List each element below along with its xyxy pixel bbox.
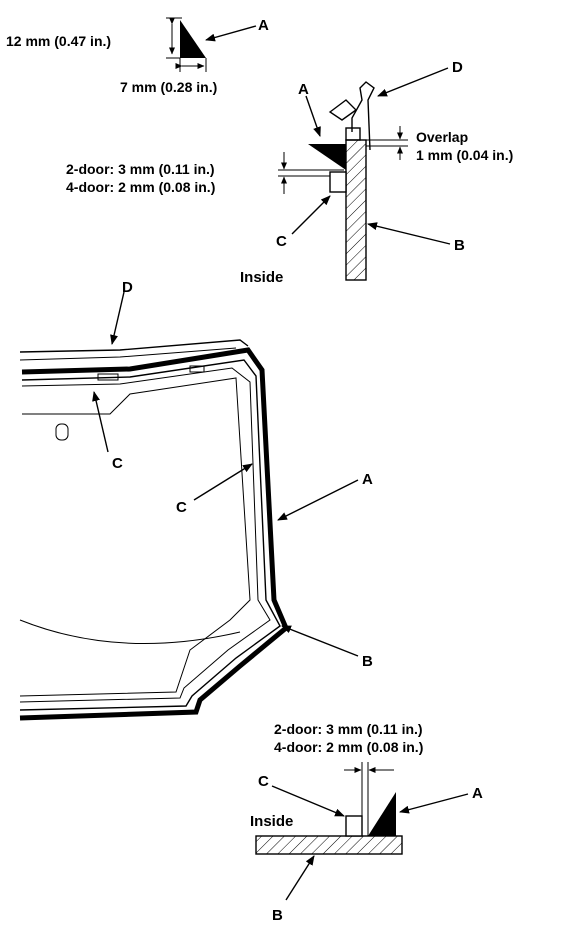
inside-label-section: Inside <box>240 269 283 286</box>
label-a-windshield: A <box>362 471 373 488</box>
windshield-glass-section <box>345 139 367 281</box>
label-a-bottom: A <box>472 785 483 802</box>
gap-4door-bottom: 4-door: 2 mm (0.08 in.) <box>274 739 423 755</box>
bottom-section-detail: 2-door: 3 mm (0.11 in.) 4-door: 2 mm (0.… <box>250 721 483 924</box>
gap-2door-section: 2-door: 3 mm (0.11 in.) <box>66 161 215 177</box>
label-b-bottom: B <box>272 907 283 924</box>
label-c-section: C <box>276 233 287 250</box>
dam-width-dimension: 7 mm (0.28 in.) <box>120 79 217 95</box>
label-d-windshield: D <box>122 279 133 296</box>
glass-edge <box>19 359 281 711</box>
label-c-left: C <box>112 455 123 472</box>
dam-outline <box>19 347 290 721</box>
overlap-dimension: 1 mm (0.04 in.) <box>416 147 513 163</box>
spacer-line <box>19 367 271 703</box>
inside-label-bottom: Inside <box>250 813 293 830</box>
spacer-bottom <box>345 815 363 837</box>
label-c-mid: C <box>176 499 187 516</box>
dam-profile-detail: 12 mm (0.47 in.) 7 mm (0.28 in.) A <box>6 17 269 95</box>
gap-2door-bottom: 2-door: 3 mm (0.11 in.) <box>274 721 423 737</box>
spacer-section <box>329 171 347 193</box>
dam-triangle-icon <box>180 20 206 58</box>
overlap-label: Overlap <box>416 129 468 145</box>
label-c-bottom: C <box>258 773 269 790</box>
label-d-section: D <box>452 59 463 76</box>
molding-top <box>19 339 249 353</box>
label-b-section: B <box>454 237 465 254</box>
dam-height-dimension: 12 mm (0.47 in.) <box>6 33 111 49</box>
dam-triangle-section <box>308 144 346 170</box>
glass-bottom-section <box>255 835 403 855</box>
windshield-view: D C C A B <box>19 279 373 721</box>
label-b-windshield: B <box>362 653 373 670</box>
gap-4door-section: 4-door: 2 mm (0.08 in.) <box>66 179 215 195</box>
dam-triangle-bottom <box>368 792 396 836</box>
molding-section <box>351 81 375 151</box>
section-detail: Overlap 1 mm (0.04 in.) 2-door: 3 mm (0.… <box>66 59 513 286</box>
label-a-top: A <box>258 17 269 34</box>
label-a-section: A <box>298 81 309 98</box>
